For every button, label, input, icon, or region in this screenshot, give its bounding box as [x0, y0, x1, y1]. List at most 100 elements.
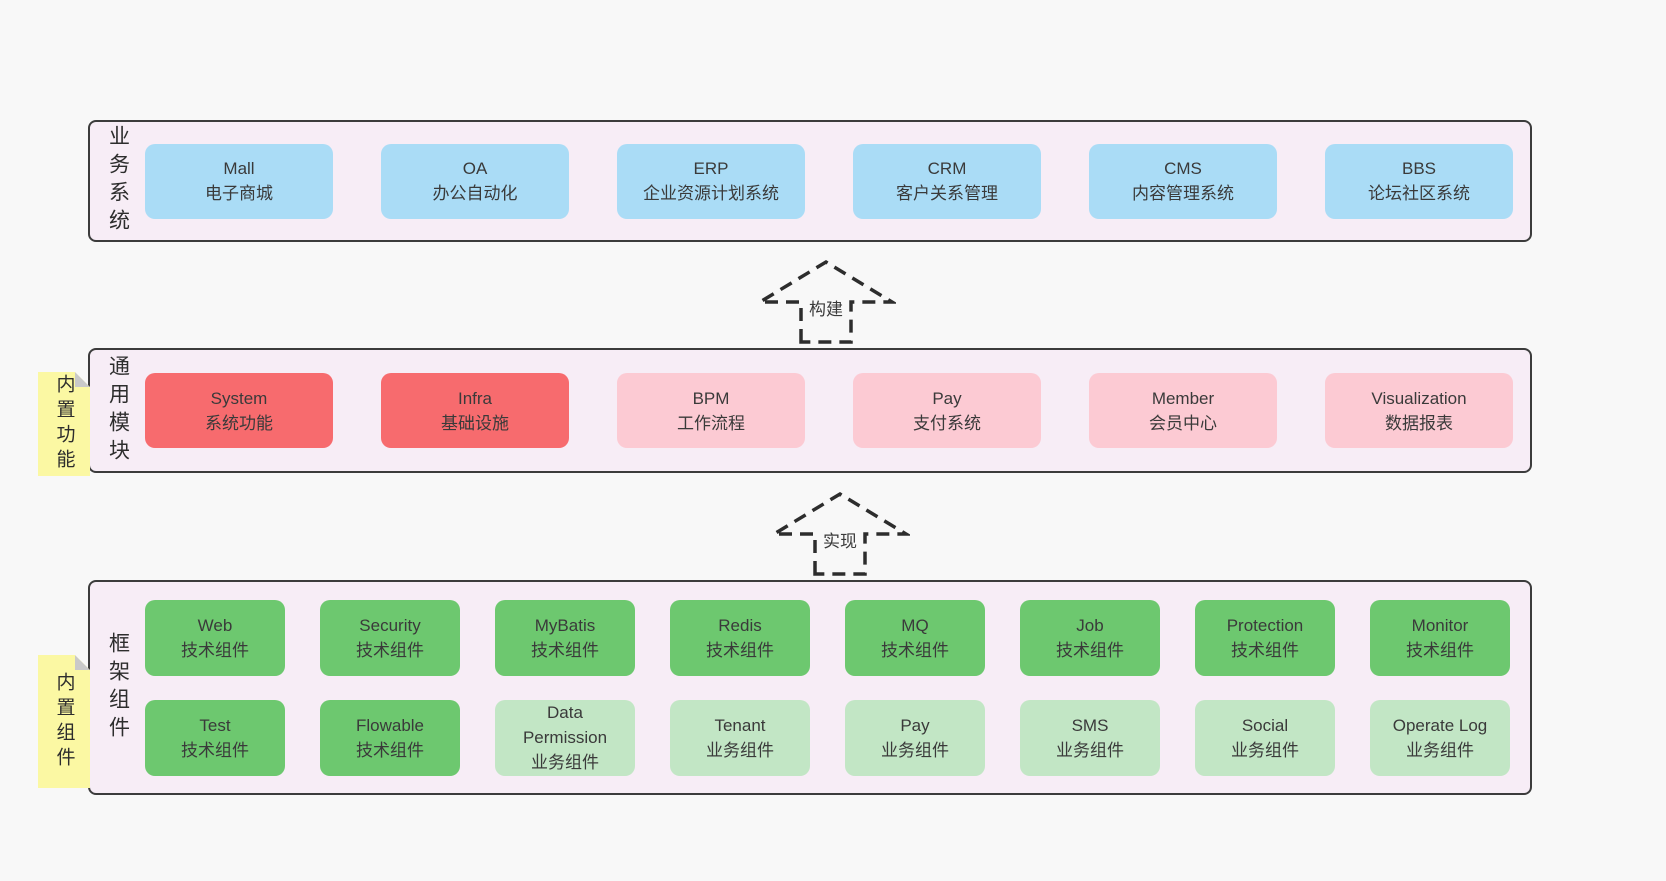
box-web: Web 技术组件 — [145, 599, 285, 676]
box-title: Flowable — [355, 715, 425, 735]
box-title: SMS — [1071, 715, 1109, 735]
box-subtitle: 数据报表 — [1385, 413, 1453, 433]
box-social: Social 业务组件 — [1195, 699, 1335, 776]
box-title: Pay — [900, 715, 930, 735]
common-modules-boxes: System 系统功能 Infra 基础设施 BPM 工作流程 Pay 支付系统… — [145, 350, 1530, 471]
box-subtitle: 业务组件 — [706, 740, 774, 760]
box-member: Member 会员中心 — [1089, 373, 1277, 448]
box-subtitle: 技术组件 — [706, 640, 774, 660]
arrow-implement-label: 实现 — [819, 526, 861, 553]
panel-common-modules: 通用模块 System 系统功能 Infra 基础设施 BPM 工作流程 Pay… — [88, 348, 1532, 473]
panel-framework-components: 框架组件 Web 技术组件 Security 技术组件 MyBatis 技术组件… — [88, 580, 1532, 795]
box-subtitle: 客户关系管理 — [896, 184, 998, 203]
arrow-build: 构建 — [756, 256, 896, 344]
box-title: OA — [462, 159, 488, 178]
box-title: MyBatis — [534, 615, 596, 635]
box-mybatis: MyBatis 技术组件 — [495, 599, 635, 676]
up-arrow-icon — [770, 491, 910, 576]
box-mq: MQ 技术组件 — [845, 599, 985, 676]
arrow-implement: 实现 — [770, 488, 910, 576]
arrow-build-label: 构建 — [805, 294, 847, 321]
box-title: Protection — [1226, 615, 1304, 635]
box-subtitle: 论坛社区系统 — [1368, 184, 1470, 203]
box-subtitle: 业务组件 — [1231, 740, 1299, 760]
box-crm: CRM 客户关系管理 — [853, 143, 1041, 219]
box-operate-log: Operate Log 业务组件 — [1370, 699, 1510, 776]
box-title: Mall — [223, 159, 255, 178]
panel-label-framework-components: 框架组件 — [106, 631, 130, 744]
box-subtitle: 技术组件 — [1406, 640, 1474, 660]
box-title: Security — [359, 615, 421, 635]
box-pay-component: Pay 业务组件 — [845, 699, 985, 776]
box-test: Test 技术组件 — [145, 699, 285, 776]
sticky-label: 内置功能 — [53, 374, 75, 474]
box-subtitle: 业务组件 — [1056, 740, 1124, 760]
box-tenant: Tenant 业务组件 — [670, 699, 810, 776]
framework-components-rows: Web 技术组件 Security 技术组件 MyBatis 技术组件 Redi… — [145, 582, 1530, 793]
box-subtitle: 技术组件 — [531, 640, 599, 660]
box-subtitle: 电子商城 — [205, 184, 273, 203]
box-title: ERP — [693, 159, 729, 178]
box-job: Job 技术组件 — [1020, 599, 1160, 676]
sticky-built-in-components: 内置组件 — [38, 655, 90, 788]
box-subtitle: 业务组件 — [531, 753, 599, 772]
box-title: CRM — [927, 159, 967, 178]
box-title: Job — [1076, 615, 1104, 635]
box-cms: CMS 内容管理系统 — [1089, 143, 1277, 219]
box-title: Pay — [932, 388, 962, 408]
box-title: Member — [1151, 388, 1215, 408]
box-title: Web — [197, 615, 233, 635]
box-title: Data Permission — [522, 703, 608, 747]
box-subtitle: 支付系统 — [913, 413, 981, 433]
box-title: MQ — [901, 615, 929, 635]
box-sms: SMS 业务组件 — [1020, 699, 1160, 776]
up-arrow-icon — [756, 259, 896, 344]
box-erp: ERP 企业资源计划系统 — [617, 143, 805, 219]
sticky-built-in-features: 内置功能 — [38, 372, 90, 476]
box-subtitle: 技术组件 — [1056, 640, 1124, 660]
box-title: Test — [199, 715, 231, 735]
box-protection: Protection 技术组件 — [1195, 599, 1335, 676]
box-title: Infra — [457, 388, 493, 408]
box-data-permission: Data Permission 业务组件 — [495, 699, 635, 776]
framework-components-row-1: Web 技术组件 Security 技术组件 MyBatis 技术组件 Redi… — [145, 599, 1514, 676]
box-mall: Mall 电子商城 — [145, 143, 333, 219]
box-title: Visualization — [1371, 388, 1467, 408]
box-title: Operate Log — [1392, 715, 1488, 735]
box-title: Social — [1241, 715, 1289, 735]
business-systems-boxes: Mall 电子商城 OA 办公自动化 ERP 企业资源计划系统 CRM 客户关系… — [145, 122, 1530, 240]
box-subtitle: 基础设施 — [441, 413, 509, 433]
box-subtitle: 技术组件 — [181, 740, 249, 760]
box-title: Monitor — [1411, 615, 1469, 635]
box-title: BBS — [1401, 159, 1437, 178]
box-subtitle: 技术组件 — [181, 640, 249, 660]
sticky-label: 内置组件 — [53, 671, 75, 772]
box-flowable: Flowable 技术组件 — [320, 699, 460, 776]
framework-components-row-2: Test 技术组件 Flowable 技术组件 Data Permission … — [145, 699, 1514, 776]
box-infra: Infra 基础设施 — [381, 373, 569, 448]
box-bbs: BBS 论坛社区系统 — [1325, 143, 1513, 219]
box-subtitle: 技术组件 — [356, 640, 424, 660]
box-title: BPM — [692, 388, 730, 408]
panel-label-business-systems: 业务系统 — [106, 125, 130, 237]
box-title: System — [210, 388, 268, 408]
panel-label-common-modules: 通用模块 — [106, 354, 130, 467]
box-subtitle: 技术组件 — [881, 640, 949, 660]
box-security: Security 技术组件 — [320, 599, 460, 676]
box-title: Redis — [718, 615, 762, 635]
box-title: Tenant — [714, 715, 766, 735]
box-system: System 系统功能 — [145, 373, 333, 448]
box-subtitle: 业务组件 — [1406, 740, 1474, 760]
box-subtitle: 业务组件 — [881, 740, 949, 760]
box-redis: Redis 技术组件 — [670, 599, 810, 676]
box-subtitle: 企业资源计划系统 — [643, 184, 779, 203]
box-pay-module: Pay 支付系统 — [853, 373, 1041, 448]
box-oa: OA 办公自动化 — [381, 143, 569, 219]
box-subtitle: 技术组件 — [1231, 640, 1299, 660]
box-subtitle: 会员中心 — [1149, 413, 1217, 433]
box-title: CMS — [1164, 159, 1202, 178]
box-bpm: BPM 工作流程 — [617, 373, 805, 448]
box-subtitle: 系统功能 — [205, 413, 273, 433]
box-subtitle: 内容管理系统 — [1132, 184, 1234, 203]
box-subtitle: 工作流程 — [677, 413, 745, 433]
